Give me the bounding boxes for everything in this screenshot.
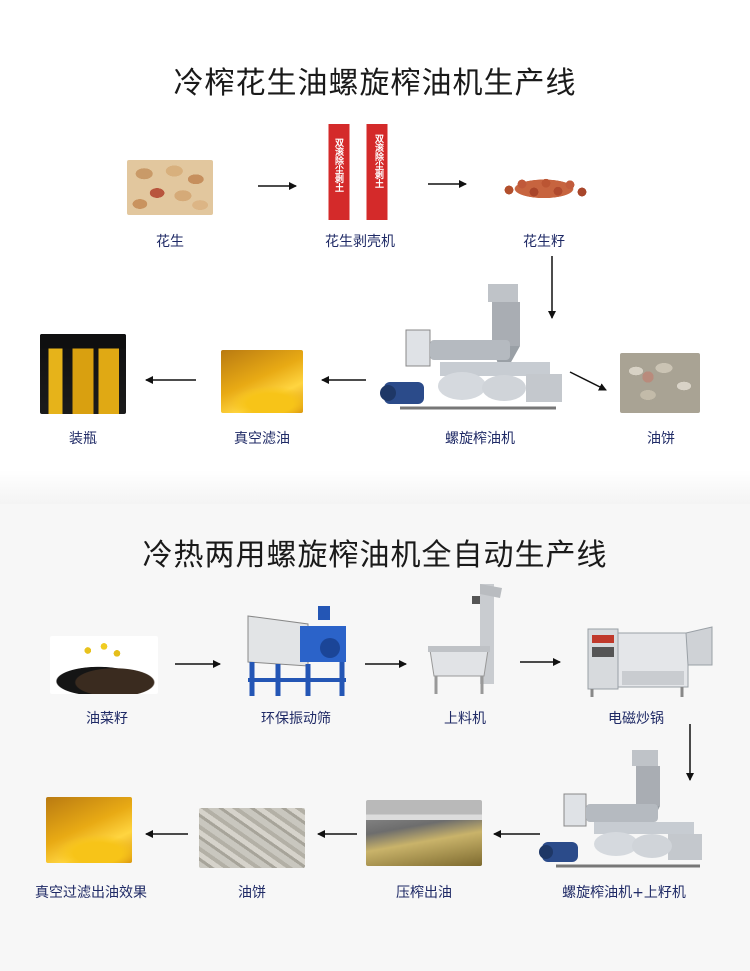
arrow-press-to-cake [570, 372, 606, 390]
